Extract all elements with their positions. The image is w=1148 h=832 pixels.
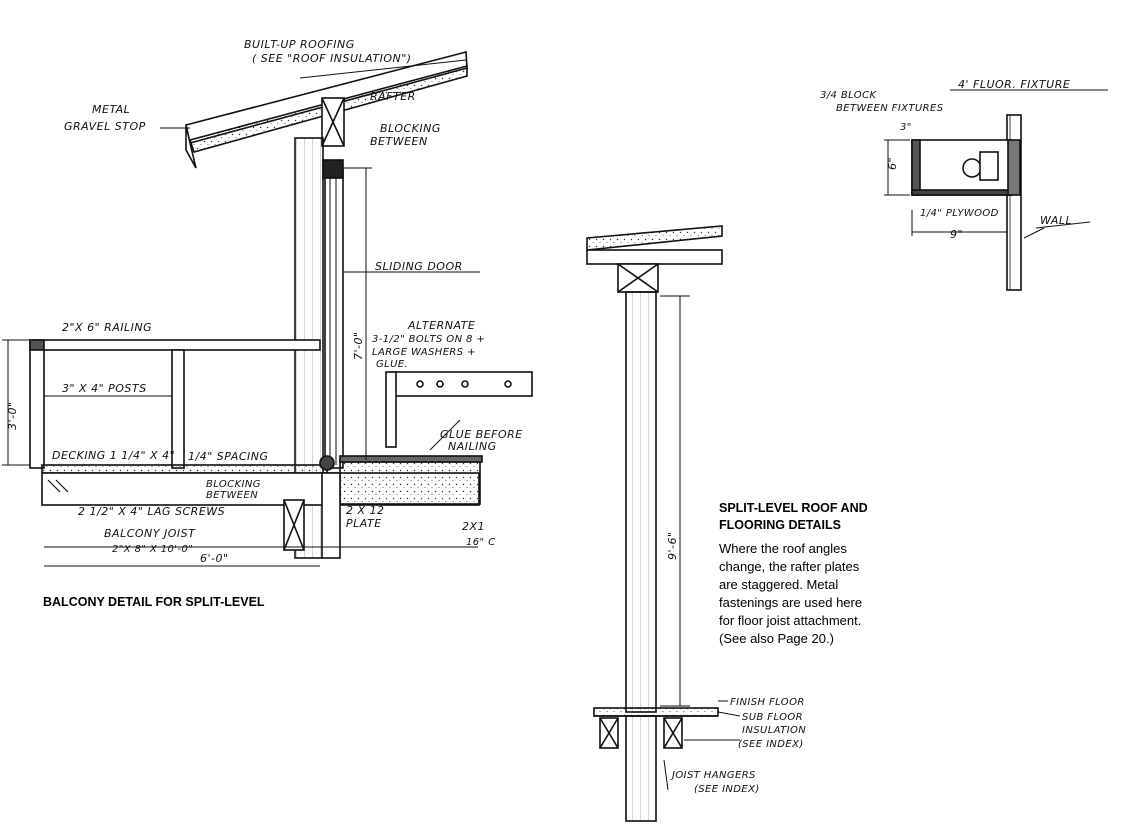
label-gravel-metal: METAL — [92, 103, 130, 116]
label-alternate-washers: LARGE WASHERS + — [372, 347, 476, 358]
label-fixture-title: 4' FLUOR. FIXTURE — [958, 78, 1070, 91]
label-lag-screws: 2 1/2" X 4" LAG SCREWS — [78, 505, 225, 518]
label-joist-hangers-ref: (SEE INDEX) — [694, 784, 760, 795]
label-roofing-ref: ( SEE "ROOF INSULATION") — [252, 52, 412, 65]
label-rail-height: 3'-0" — [6, 401, 19, 430]
label-roofing: BUILT-UP ROOFING — [244, 38, 355, 51]
label-alternate-bolts: 3-1/2" BOLTS ON 8 + — [372, 334, 485, 345]
label-fixture-between: BETWEEN FIXTURES — [836, 103, 944, 114]
label-alternate-glue: GLUE. — [376, 359, 408, 370]
label-railing: 2"X 6" RAILING — [62, 321, 152, 334]
door-frame — [324, 167, 344, 469]
label-plate: PLATE — [346, 517, 382, 530]
split-level-body-line: (See also Page 20.) — [719, 631, 834, 646]
label-insulation: INSULATION — [742, 725, 806, 736]
roof-overhang-edge — [185, 124, 197, 169]
split-level-caption: SPLIT-LEVEL ROOF AND FLOORING DETAILS Wh… — [719, 500, 949, 648]
balcony-detail — [2, 50, 533, 567]
label-fixture-wall: WALL — [1040, 214, 1072, 227]
label-fixture-width: 9" — [950, 228, 963, 241]
label-joist-hangers: JOIST HANGERS — [670, 770, 756, 781]
railing-cap — [29, 339, 321, 351]
split-level-body-line: change, the rafter plates — [719, 559, 860, 574]
balcony-dimensions — [2, 59, 480, 567]
label-finish-floor: FINISH FLOOR — [730, 697, 805, 708]
balcony-labels: BUILT-UP ROOFING ( SEE "ROOF INSULATION"… — [6, 38, 523, 565]
label-joist-size: 2"X 8" X 10'-0" — [112, 544, 193, 555]
split-level-body-line: Where the roof angles — [719, 541, 847, 556]
label-nailing: NAILING — [448, 440, 497, 453]
label-insulation-ref: (SEE INDEX) — [738, 739, 804, 750]
label-ledger-spacing: 16" C — [466, 537, 496, 548]
label-alternate: ALTERNATE — [407, 319, 475, 332]
label-fixture-block: 3/4 BLOCK — [820, 90, 877, 101]
label-blocking: BLOCKING — [380, 122, 441, 135]
label-door-height: 7'-0" — [352, 331, 365, 360]
fixture-labels: 4' FLUOR. FIXTURE 3/4 BLOCK BETWEEN FIXT… — [820, 78, 1072, 241]
split-level-labels: 9'-6" FINISH FLOOR SUB FLOOR INSULATION … — [666, 531, 806, 795]
label-blocking2: BLOCKING — [206, 479, 261, 490]
split-level-title-line2: FLOORING DETAILS — [719, 518, 841, 532]
label-sub-floor: SUB FLOOR — [742, 712, 803, 723]
label-split-height: 9'-6" — [666, 531, 679, 560]
label-ledger: 2X1 — [462, 520, 485, 533]
fixture-bulb — [962, 158, 982, 178]
label-span: 6'-0" — [200, 552, 229, 565]
label-rafter: RAFTER — [370, 90, 416, 103]
label-joist: BALCONY JOIST — [104, 527, 196, 540]
label-spacing: 1/4" SPACING — [188, 450, 269, 463]
split-level-body-line: fastenings are used here — [719, 595, 863, 610]
split-level-body-line: for floor joist attachment. — [719, 613, 862, 628]
split-level-title-line1: SPLIT-LEVEL ROOF AND — [719, 501, 868, 515]
label-blocking2-between: BETWEEN — [206, 490, 258, 501]
label-posts: 3" X 4" POSTS — [62, 382, 147, 395]
split-level-body-line: are staggered. Metal — [719, 577, 839, 592]
split-wall-stud — [625, 291, 657, 713]
label-fixture-small-dim: 3" — [900, 122, 912, 133]
balcony-caption: BALCONY DETAIL FOR SPLIT-LEVEL — [43, 595, 265, 609]
label-fixture-depth: 6" — [886, 157, 899, 170]
label-glue: GLUE BEFORE — [440, 428, 523, 441]
label-fixture-plywood: 1/4" PLYWOOD — [920, 208, 999, 219]
split-level-detail — [586, 225, 741, 822]
decking — [41, 464, 328, 474]
label-blocking-between: BETWEEN — [370, 135, 428, 148]
fixture-detail — [884, 89, 1108, 291]
label-decking: DECKING 1 1/4" X 4" — [52, 449, 175, 462]
post-left — [29, 349, 45, 469]
label-plate-size: 2 X 12 — [346, 504, 385, 517]
label-sliding-door: SLIDING DOOR — [375, 260, 463, 273]
split-roof-slab — [586, 225, 723, 251]
label-gravel-stop: GRAVEL STOP — [64, 120, 146, 133]
